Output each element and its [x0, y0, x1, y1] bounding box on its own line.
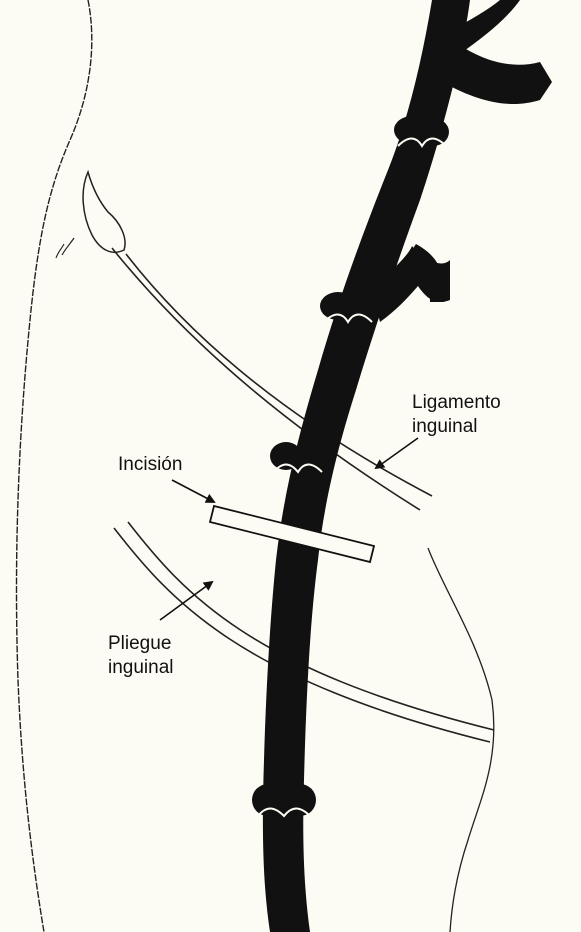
- label-inguinal-fold: Pliegue inguinal: [108, 632, 174, 680]
- thigh-contour-mark: [62, 238, 74, 255]
- label-incision-text: Incisión: [118, 453, 182, 477]
- thigh-contour-mark-2: [56, 244, 64, 258]
- label-inguinal-ligament-line2: inguinal: [412, 415, 501, 439]
- femoral-artery: [252, 0, 552, 932]
- ligament-arrow: [376, 438, 418, 468]
- label-inguinal-fold-line1: Pliegue: [108, 632, 174, 656]
- incision-arrow: [172, 480, 214, 502]
- thigh-outline-left: [17, 0, 92, 932]
- label-incision: Incisión: [118, 453, 182, 477]
- label-inguinal-fold-line2: inguinal: [108, 656, 174, 680]
- label-inguinal-ligament-line1: Ligamento: [412, 391, 501, 415]
- iliac-spine: [83, 172, 125, 252]
- label-inguinal-ligament: Ligamento inguinal: [412, 391, 501, 439]
